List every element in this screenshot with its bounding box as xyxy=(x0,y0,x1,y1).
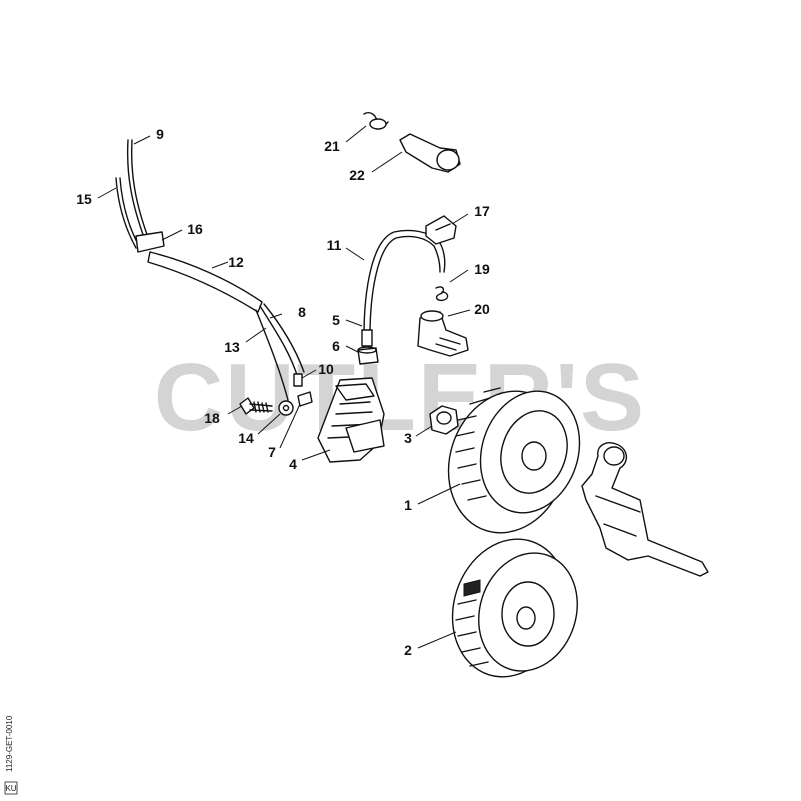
callout-12: 12 xyxy=(228,254,244,270)
clip-21 xyxy=(363,112,389,130)
callout-20: 20 xyxy=(474,301,490,317)
callout-11: 11 xyxy=(327,237,342,253)
leader-lines xyxy=(97,125,471,649)
callout-15: 15 xyxy=(76,191,92,207)
callout-21: 21 xyxy=(324,138,340,154)
callout-17: 17 xyxy=(474,203,490,219)
ignition-module-4 xyxy=(317,377,385,463)
plug-cap-17 xyxy=(425,215,457,245)
callout-3: 3 xyxy=(404,430,412,446)
crankshaft xyxy=(581,442,709,577)
callout-labels: 1 2 3 4 5 6 7 8 9 10 11 12 13 14 15 16 1… xyxy=(76,126,490,658)
callout-5: 5 xyxy=(332,312,340,328)
callout-18: 18 xyxy=(204,410,220,426)
corner-mark-text: KU xyxy=(5,784,16,793)
wire-end-5 xyxy=(361,329,373,347)
connector-10 xyxy=(293,373,303,387)
cover-22 xyxy=(399,133,461,173)
sleeve-6 xyxy=(357,346,379,365)
callout-10: 10 xyxy=(318,361,334,377)
ring-terminal-14 xyxy=(278,400,294,416)
drawing-code: 1129-GET-0010 xyxy=(5,715,14,772)
spring-19 xyxy=(435,286,449,302)
spark-plug-boot-20 xyxy=(417,310,469,357)
ignition-wire-harness xyxy=(115,139,313,416)
grommet-16 xyxy=(135,231,165,253)
callout-8: 8 xyxy=(298,304,306,320)
callout-13: 13 xyxy=(224,339,240,355)
callout-1: 1 xyxy=(404,497,412,513)
corner-mark: KU xyxy=(4,781,18,795)
callout-16: 16 xyxy=(187,221,203,237)
flywheel-2 xyxy=(451,538,578,678)
callout-6: 6 xyxy=(332,338,340,354)
callout-7: 7 xyxy=(268,444,276,460)
nut-3 xyxy=(429,405,459,435)
sleeve-12 xyxy=(147,251,263,313)
callout-4: 4 xyxy=(289,456,297,472)
callout-22: 22 xyxy=(349,167,365,183)
screw-18 xyxy=(239,397,273,415)
callout-2: 2 xyxy=(404,642,412,658)
clip-7 xyxy=(297,391,313,407)
callout-9: 9 xyxy=(156,126,164,142)
flywheel-1 xyxy=(447,387,581,534)
callout-14: 14 xyxy=(238,430,254,446)
ht-lead-11 xyxy=(363,229,446,337)
callout-19: 19 xyxy=(474,261,490,277)
